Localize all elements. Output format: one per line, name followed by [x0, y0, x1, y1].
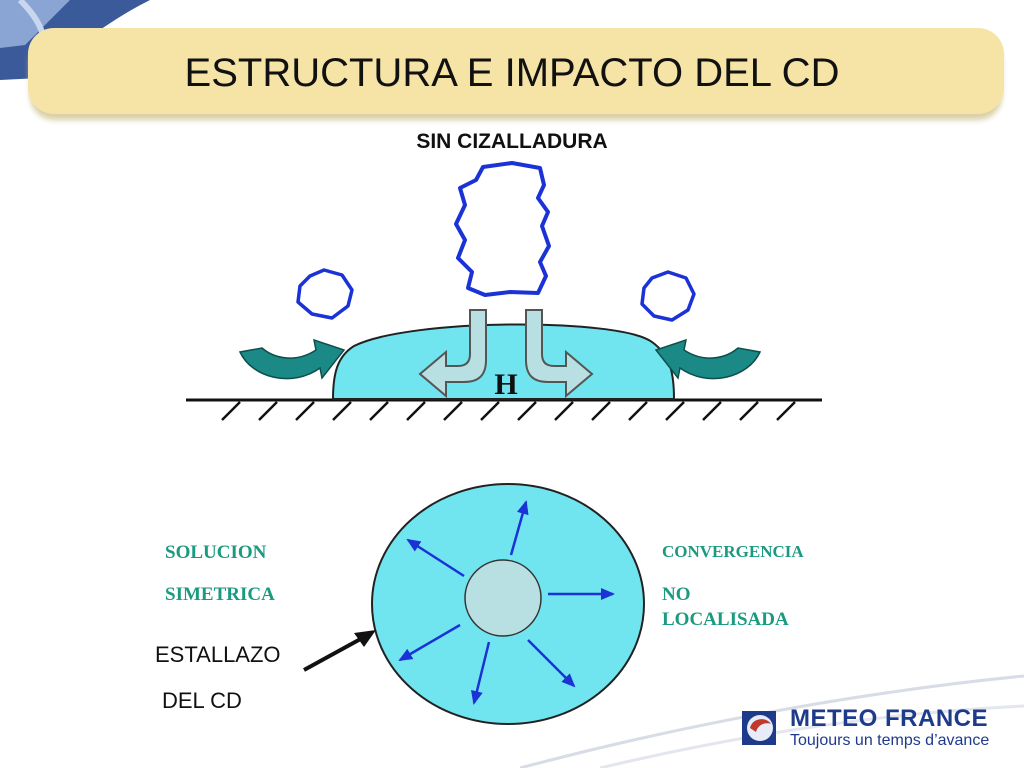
downdraft-arrow-left [418, 309, 487, 399]
label-simetrica: SIMETRICA [165, 584, 275, 605]
logo: METEO FRANCE Toujours un temps d’avance [790, 706, 989, 750]
logo-swirl [750, 719, 771, 732]
bottom-swoosh-2 [599, 704, 1024, 768]
radial-arrow-up [509, 500, 529, 556]
pointer-arrow [303, 634, 367, 672]
title-band [28, 28, 1004, 114]
radial-arrow-up-left [406, 538, 465, 578]
bottom-swoosh-1 [519, 674, 1024, 768]
label-convergencia: CONVERGENCIA [662, 542, 804, 561]
radial-arrow-down [471, 641, 491, 705]
radial-arrow-down-left [398, 623, 461, 662]
core-circle [464, 559, 542, 637]
radial-arrow-down-right [527, 639, 576, 688]
label-del-cd: DEL CD [162, 688, 242, 713]
logo-name: METEO FRANCE [790, 705, 988, 732]
label-estallazo: ESTALLAZO [155, 642, 281, 667]
logo-tagline: Toujours un temps d’avance [790, 732, 990, 749]
label-no: NO [662, 584, 691, 605]
central-cloud-icon [454, 161, 551, 297]
high-pressure-label: H [494, 368, 517, 401]
slide-title: ESTRUCTURA E IMPACTO DEL CD [184, 51, 840, 95]
label-localisada: LOCALISADA [662, 609, 789, 630]
inflow-arrow-left [238, 338, 346, 380]
radial-arrows [398, 500, 615, 705]
label-solucion: SOLUCION [165, 542, 267, 563]
left-cloud-icon [296, 268, 354, 320]
pointer-arrowhead [354, 630, 376, 647]
downdraft-arrow-right [525, 309, 594, 399]
ground-hatching [221, 401, 796, 421]
inflow-arrow-right [654, 338, 762, 380]
right-cloud-icon [640, 270, 696, 322]
slide-subtitle: SIN CIZALLADURA [416, 130, 608, 153]
